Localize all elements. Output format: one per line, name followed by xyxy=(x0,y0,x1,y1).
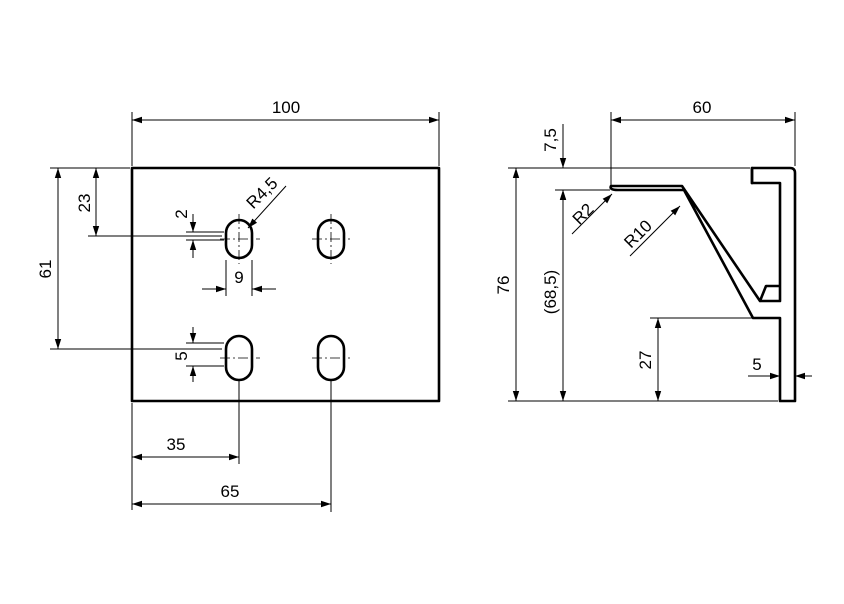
dim-label-76: 76 xyxy=(494,276,513,295)
dim-leader-r4-5 xyxy=(247,185,287,229)
side-view: 60 7,5 76 (68,5) R2 R10 27 xyxy=(494,98,812,403)
front-view: 100 61 23 2 R4,5 9 xyxy=(36,98,441,512)
dim-label-100: 100 xyxy=(272,98,300,117)
dim-leader-r2 xyxy=(571,193,613,235)
dim-label-2: 2 xyxy=(172,209,191,218)
dim-leader-r10 xyxy=(629,205,681,257)
front-plate-outline xyxy=(130,166,441,403)
dim-label-61: 61 xyxy=(36,260,55,279)
dim-label-r2: R2 xyxy=(569,200,598,229)
dim-label-68-5: (68,5) xyxy=(541,270,560,314)
dim-label-27: 27 xyxy=(636,351,655,370)
dim-label-35: 35 xyxy=(167,435,186,454)
dim-label-9: 9 xyxy=(234,268,243,287)
dim-label-7-5: 7,5 xyxy=(541,128,560,152)
dim-label-60: 60 xyxy=(693,98,712,117)
dim-label-23: 23 xyxy=(75,194,94,213)
dim-label-r10: R10 xyxy=(620,216,655,251)
dim-label-65: 65 xyxy=(221,482,240,501)
dim-label-5: 5 xyxy=(172,351,191,360)
dim-label-r4-5: R4,5 xyxy=(243,174,282,213)
dim-label-5-thickness: 5 xyxy=(752,355,761,374)
